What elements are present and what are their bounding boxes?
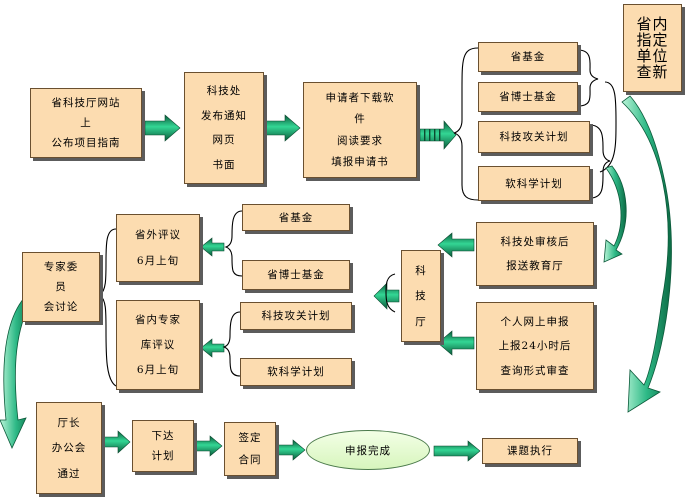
box-science-department: 科技厅: [401, 250, 441, 342]
ellipse-label: 申报完成: [345, 444, 391, 457]
box-line: 专家委: [43, 261, 79, 273]
brace-left-2: [222, 311, 241, 377]
box-line: 课题执行: [507, 445, 553, 457]
box-line: 科技攻关计划: [261, 310, 331, 322]
box-line: 申请者下载软: [325, 92, 395, 105]
brace-mid: [385, 273, 396, 313]
brace-top-left: [453, 47, 479, 201]
brace-far-left-2: [99, 294, 117, 387]
box-line: 通过: [57, 467, 81, 480]
box-issue-plan: 下达计划: [132, 420, 194, 472]
brace-far-left-1: [99, 228, 117, 296]
box-line: 上报24小时后: [498, 340, 572, 352]
box-online-apply: 个人网上申报上报24小时后查询形式审查: [476, 302, 594, 390]
box-soft-science-mid: 软科学计划: [240, 358, 352, 386]
arrow-b8-b10: [437, 232, 475, 258]
box-line: 科技处: [206, 85, 242, 98]
box-project-execution: 课题执行: [482, 438, 578, 464]
box-line: 发布通知: [201, 109, 247, 122]
arrow-b13-b16: [200, 338, 225, 358]
arrow-b11-b15: [200, 237, 225, 257]
box-soft-science-top: 软科学计划: [478, 166, 590, 201]
box-novelty-check: 省内 指定 单位 查新: [623, 4, 682, 92]
box-line: 厅: [415, 315, 427, 328]
box-website-publish-guide: 省科技厅网站上公布项目指南: [30, 88, 142, 158]
box-provincial-fund-mid: 省基金: [242, 204, 350, 231]
box-line: 软科学计划: [505, 177, 563, 190]
arrow-b19-b20: [194, 435, 223, 457]
box-line: 省内专家: [135, 314, 181, 326]
box-tech-plan-top: 科技攻关计划: [478, 121, 590, 153]
box-line: 网页: [212, 134, 236, 147]
box-office-notice: 科技处发布通知网页书面: [184, 72, 264, 184]
box-line: 件: [354, 113, 366, 126]
box-line: 上: [80, 117, 92, 129]
box-line: 书面: [212, 158, 236, 171]
curve-arrow-small: [603, 165, 627, 263]
box-line: 下达: [151, 429, 175, 442]
arrow-ell-b21: [433, 440, 481, 462]
box-line: 会讨论: [43, 301, 79, 313]
box-line: 签定: [238, 432, 262, 445]
box-line: 省科技厅网站: [51, 97, 121, 109]
box-internal-expert-review: 省内专家库评议 6月上旬: [116, 300, 200, 390]
box-line: 个人网上申报: [500, 315, 570, 328]
arrow-b20-ell: [276, 439, 306, 461]
ellipse-application-complete: 申报完成: [306, 430, 430, 470]
brace-top-right-1: [577, 49, 599, 107]
box-line: 合同: [238, 453, 262, 466]
box-tech-plan-mid: 科技攻关计划: [240, 302, 352, 330]
box-line: 公布项目指南: [51, 137, 121, 149]
box-review-submit: 科技处审核后报送教育厅: [476, 222, 594, 286]
brace-top-right-3: [599, 81, 617, 173]
box-line: 6月上旬: [136, 255, 180, 267]
brace-left-1: [224, 210, 243, 277]
box-sign-contract: 签定合同: [224, 422, 276, 476]
box-line: 省外评议: [135, 229, 181, 241]
box-line: 6月上旬: [136, 364, 180, 376]
arrow-b18-b19: [103, 430, 131, 454]
box-line: 办公会: [51, 442, 87, 454]
box-line: 科: [415, 264, 427, 277]
box-external-review: 省外评议 6月上旬: [116, 214, 200, 282]
box-line: 软科学计划: [267, 366, 325, 378]
box-line: 阅读要求: [337, 134, 383, 147]
box-line: 填报申请书: [331, 155, 389, 168]
box-line: 库评议: [140, 339, 176, 351]
box-line: 科技攻关计划: [499, 131, 569, 143]
box-line: 技: [415, 290, 427, 302]
novelty-check-text: 省内 指定 单位 查新: [636, 15, 669, 81]
box-line: 科技处审核后: [500, 235, 570, 248]
arrow-b1-b2: [144, 114, 181, 142]
box-line: 厅长: [57, 416, 81, 429]
box-line: 查询形式审查: [500, 364, 570, 377]
arrow-b9-b10: [437, 330, 475, 356]
box-provincial-doctor-fund-mid: 省博士基金: [242, 260, 350, 290]
box-director-meeting: 厅长办公会通过: [36, 402, 102, 494]
box-provincial-fund-top: 省基金: [478, 42, 578, 72]
box-line: 员: [55, 281, 67, 293]
arrow-b2-b3: [264, 114, 301, 142]
box-expert-committee: 专家委员会讨论: [22, 252, 100, 322]
brace-top-right-2: [589, 124, 611, 199]
box-line: 计划: [151, 450, 175, 463]
box-line: 省博士基金: [267, 269, 325, 281]
box-line: 省基金: [278, 211, 314, 224]
box-line: 报送教育厅: [506, 260, 564, 273]
curve-arrow-left: [0, 297, 33, 449]
box-provincial-doctor-fund-top: 省博士基金: [478, 82, 578, 112]
box-line: 省博士基金: [499, 91, 557, 103]
curve-arrow-right: [621, 95, 672, 413]
box-line: 省基金: [510, 51, 546, 63]
box-applicant-download: 申请者下载软件阅读要求填报申请书: [303, 82, 417, 178]
